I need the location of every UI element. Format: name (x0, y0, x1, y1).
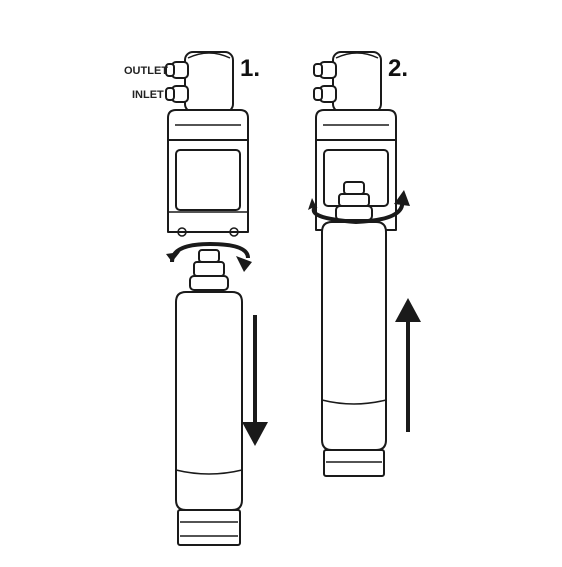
step-1-outlet-port (165, 61, 189, 79)
step-2-inlet-port (313, 85, 337, 103)
step-2-housing-head (313, 51, 382, 113)
step-2-outlet-port (313, 61, 337, 79)
step-1-illustration (165, 51, 268, 546)
outlet-label: OUTLET (124, 65, 168, 77)
step-1-inlet-port (165, 85, 189, 103)
step-2-number: 2. (388, 55, 408, 82)
step-2-rotate-arrow (308, 190, 410, 225)
step-2-filter-cartridge (321, 181, 387, 477)
step-1-housing-head (165, 51, 234, 113)
step-2-up-arrow (395, 298, 421, 432)
step-2-illustration (308, 51, 421, 477)
step-1-filter-cartridge (175, 249, 243, 546)
inlet-label: INLET (132, 89, 164, 101)
step-1-housing-body (167, 109, 249, 237)
step-1-down-arrow (242, 315, 268, 446)
step-1-number: 1. (240, 55, 260, 82)
step-1-rotate-arrow (166, 241, 252, 272)
